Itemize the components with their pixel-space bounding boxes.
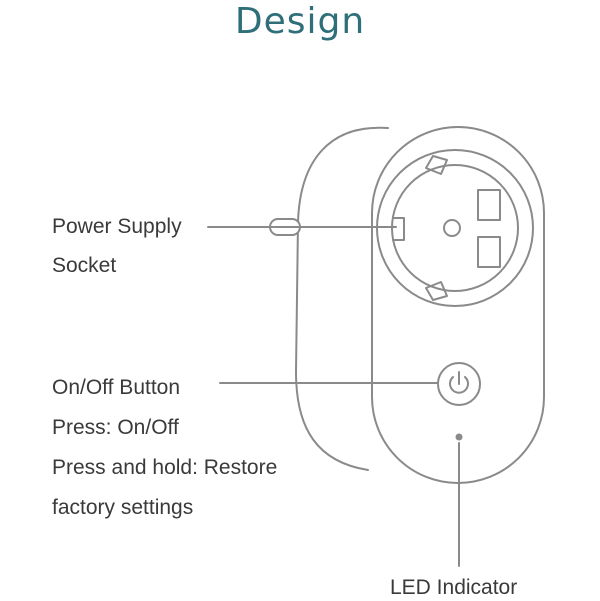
socket-center-hole [443, 219, 461, 237]
socket-pin-hole-bottom [477, 236, 501, 268]
label-power-supply-line1: Power Supply [52, 215, 182, 238]
label-press-and-hold: Press and hold: Restore [52, 456, 278, 479]
label-power-supply-line2: Socket [52, 254, 117, 277]
socket-earth-clip-bottom [425, 281, 448, 301]
label-factory-settings: factory settings [52, 496, 194, 519]
socket-pin-hole-top [477, 189, 501, 221]
socket-side-notch [392, 217, 405, 241]
led-dot [455, 433, 463, 441]
plug-body-side-outline [295, 126, 389, 471]
label-press: Press: On/Off [52, 416, 179, 439]
socket-earth-clip-top [425, 155, 448, 175]
label-on-off-button: On/Off Button [52, 376, 181, 399]
label-led-indicator: LED Indicator [390, 576, 518, 599]
page-title: Design [234, 1, 366, 42]
power-icon [449, 371, 469, 394]
